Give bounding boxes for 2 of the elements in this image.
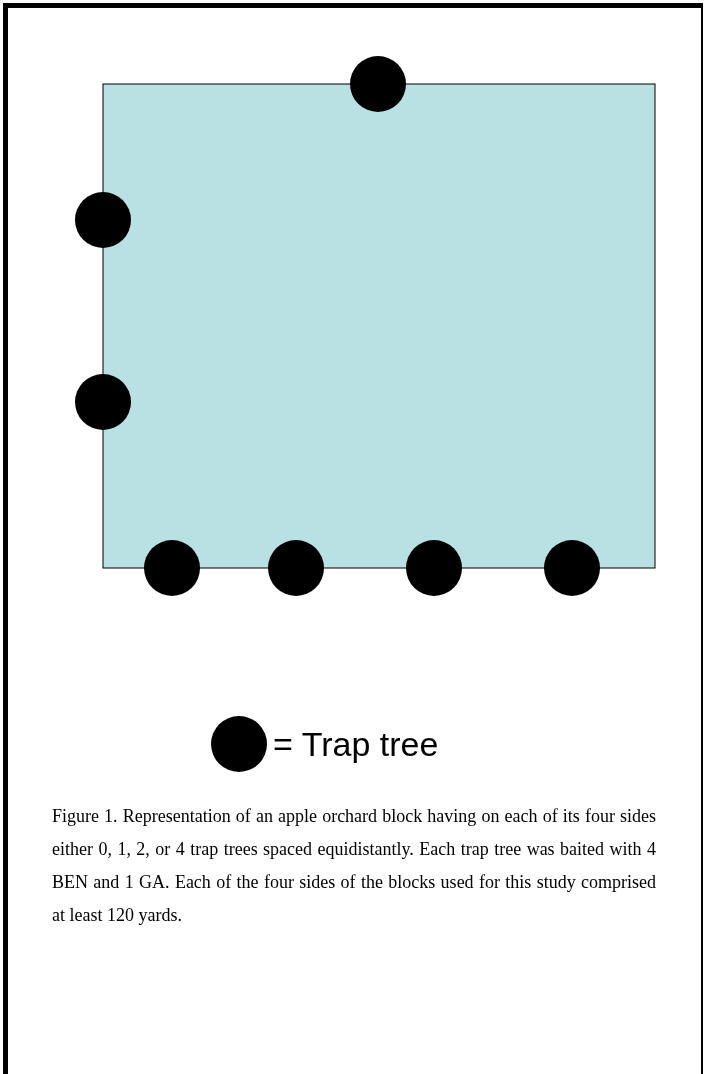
caption: Figure 1. Representation of an apple orchard block having on each of its four sides either 0, 1, 2, or 4 trap trees spaced equidistantly. Each trap tree was baited with 4 BEN and 1 GA. Each of the four sides of the blocks used for this study comprised at least 120 yards. <box>52 805 656 927</box>
legend-text: = Trap tree <box>273 727 439 761</box>
